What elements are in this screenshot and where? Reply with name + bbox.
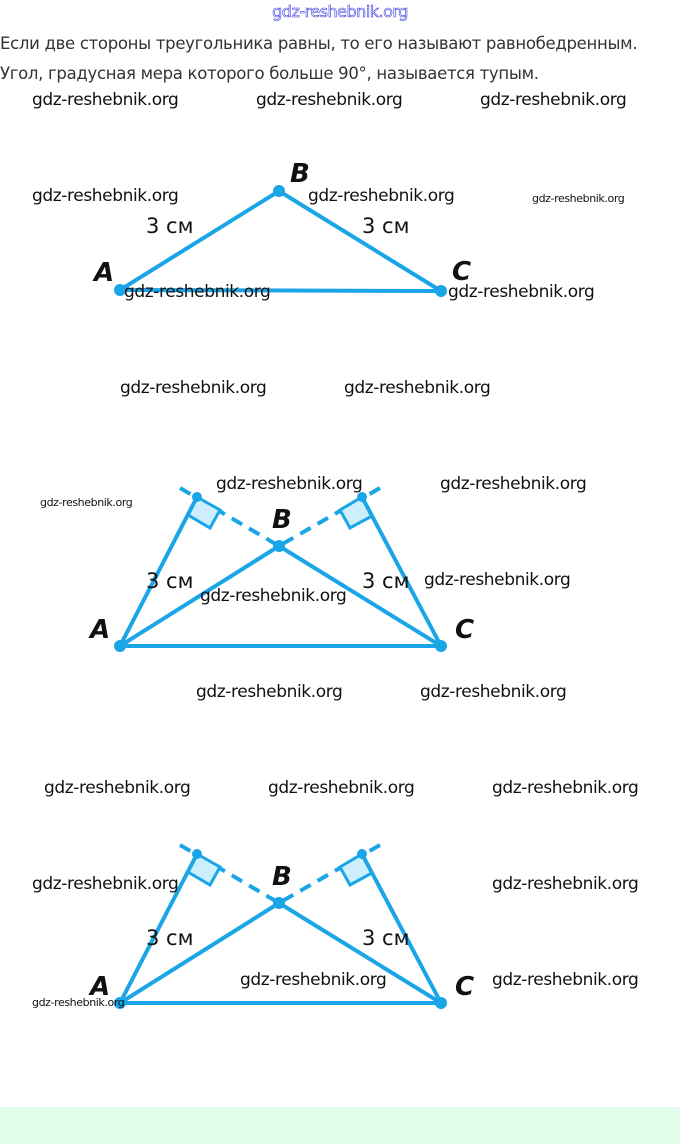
- watermark-text: gdz-reshebnik.org: [424, 570, 571, 590]
- side-bc-length: 3 см: [362, 926, 409, 950]
- watermark-text: gdz-reshebnik.org: [480, 90, 627, 110]
- watermark-text: gdz-reshebnik.org: [492, 874, 639, 894]
- watermark-text: gdz-reshebnik.org: [420, 682, 567, 702]
- watermark-text: gdz-reshebnik.org: [200, 586, 347, 606]
- vertex-b-label: B: [290, 159, 310, 189]
- watermark-text: gdz-reshebnik.org: [492, 970, 639, 990]
- watermark-text: gdz-reshebnik.org: [440, 474, 587, 494]
- footer-bar: [0, 1107, 680, 1144]
- side-bc-length: 3 см: [362, 569, 409, 593]
- side-ab-length: 3 см: [146, 214, 193, 238]
- watermark-text: gdz-reshebnik.org: [40, 496, 133, 509]
- vertex-a-label: A: [92, 258, 114, 288]
- watermark-text: gdz-reshebnik.org: [492, 778, 639, 798]
- side-ab-length: 3 см: [146, 926, 193, 950]
- watermark-text: gdz-reshebnik.org: [448, 282, 595, 302]
- watermark-text: gdz-reshebnik.org: [44, 778, 191, 798]
- watermark-text: gdz-reshebnik.org: [240, 970, 387, 990]
- watermark-text: gdz-reshebnik.org: [124, 282, 271, 302]
- side-bc-length: 3 см: [362, 214, 409, 238]
- definition-obtuse: Угол, градусная мера которого больше 90°…: [0, 64, 539, 83]
- vertex-c-label: C: [455, 615, 474, 645]
- watermark-text: gdz-reshebnik.org: [32, 90, 179, 110]
- watermark-text: gdz-reshebnik.org: [32, 996, 125, 1009]
- watermark-text: gdz-reshebnik.org: [216, 474, 363, 494]
- side-ab-length: 3 см: [146, 569, 193, 593]
- vertex-a-label: A: [88, 972, 110, 1002]
- watermark-text: gdz-reshebnik.org: [268, 778, 415, 798]
- watermark-text: gdz-reshebnik.org: [344, 378, 491, 398]
- triangle-figure-1: A B C 3 см 3 см: [92, 159, 471, 297]
- watermark-text: gdz-reshebnik.org: [120, 378, 267, 398]
- vertex-a-label: A: [88, 615, 110, 645]
- triangle-figure-2: A B C 3 см 3 см: [88, 486, 474, 652]
- watermark-text: gdz-reshebnik.org: [196, 682, 343, 702]
- definition-isosceles: Если две стороны треугольника равны, то …: [0, 34, 638, 53]
- watermark-text: gdz-reshebnik.org: [32, 874, 179, 894]
- vertex-c-label: C: [455, 972, 474, 1002]
- watermark-text: gdz-reshebnik.org: [256, 90, 403, 110]
- watermark-text: gdz-reshebnik.org: [532, 192, 625, 205]
- triangle-figure-3: A B C 3 см 3 см: [88, 843, 474, 1009]
- watermark-text: gdz-reshebnik.org: [32, 186, 179, 206]
- header-watermark[interactable]: gdz-reshebnik.org: [272, 2, 409, 22]
- vertex-b-label: B: [272, 505, 292, 535]
- watermark-text: gdz-reshebnik.org: [308, 186, 455, 206]
- vertex-b-label: B: [272, 862, 292, 892]
- vertex-c-label: C: [452, 257, 471, 287]
